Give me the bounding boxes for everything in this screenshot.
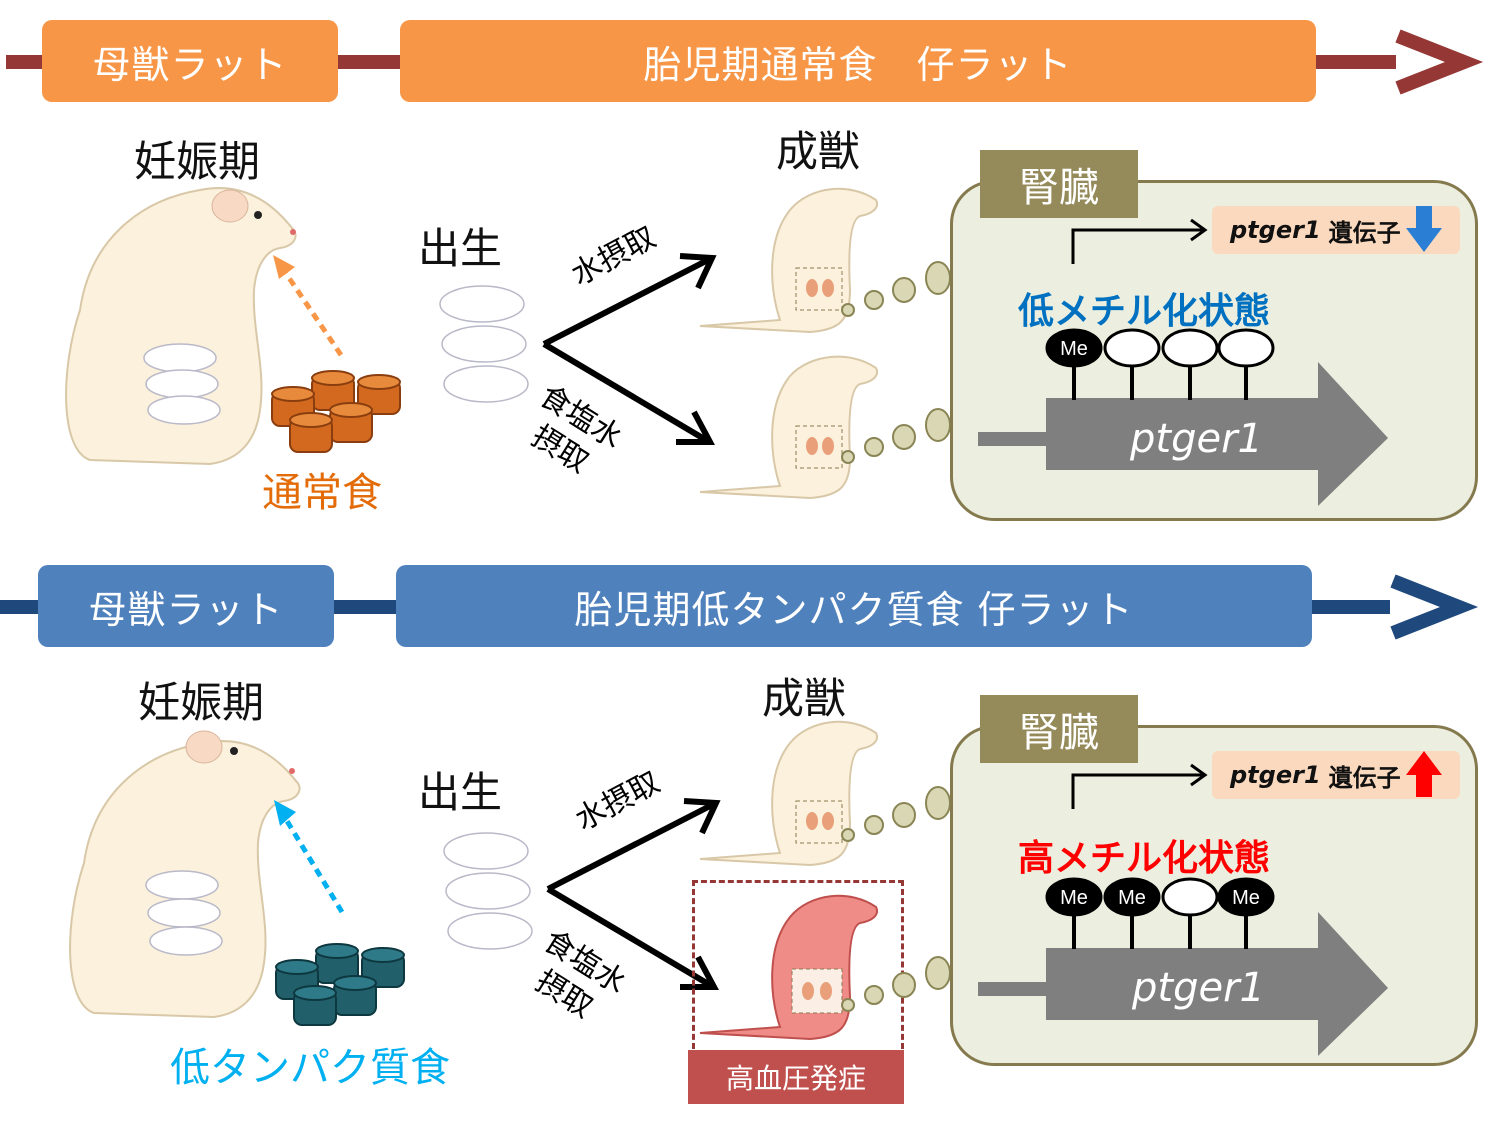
adult-rat-salt [699,355,878,500]
methyl-site-4 [1217,328,1275,368]
kidney-label: 腎臓 [980,695,1138,763]
timeline-arrowhead [1390,574,1479,640]
normal-diet-pellets [271,370,401,453]
methyl-site-4 [1217,877,1275,917]
panel-normal-diet: 母獣ラット 胎児期通常食 仔ラット 妊娠期 出生 成獣 通常食 [0,0,1500,545]
birth-label: 出生 [418,224,503,273]
mother-rat-label: 母獣ラット [42,20,338,102]
methyl-site-2 [1103,328,1161,368]
newborn-pups [443,832,533,950]
methylation-state-title: 低メチル化状態 [1018,291,1271,332]
transcription-arrow [1071,763,1208,809]
methyl-site-1 [1045,877,1103,917]
bubble-trail-upper [841,786,951,842]
offspring-label: 胎児期通常食 仔ラット [400,20,1316,102]
kidney-label: 腎臓 [980,150,1138,218]
adult-label: 成獣 [762,674,847,723]
transcription-arrow [1071,218,1208,264]
birth-label: 出生 [418,768,503,817]
gene-name: ptger1 [1230,761,1321,789]
methyl-mark-1: Me [1060,338,1088,360]
panel-low-protein-diet: 母獣ラット 胎児期低タンパク質食 仔ラット 妊娠期 出生 成獣 低タンパク質食 [0,545,1500,1104]
offspring-label: 胎児期低タンパク質食 仔ラット [396,565,1312,647]
branch-arrows [542,253,717,445]
methylation-state-title: 高メチル化状態 [1018,838,1271,879]
low-protein-diet-pellets [275,943,405,1026]
newborn-pups [439,285,529,403]
methyl-site-3 [1161,877,1219,917]
pregnancy-label: 妊娠期 [134,137,261,186]
diet-to-mother-arrow [273,255,344,357]
methylation-sites: Me [1045,328,1275,400]
expression-down-arrow-icon [1406,206,1442,252]
timeline-arrowhead [1395,29,1484,95]
gene-label: ptger1 [1132,965,1265,1011]
mother-rat-illustration [69,730,301,1019]
methyl-site-3 [1161,328,1219,368]
bubble-trail-upper [841,261,951,317]
pregnancy-label: 妊娠期 [138,678,265,727]
gene-name: ptger1 [1230,216,1321,244]
mother-rat-label: 母獣ラット [38,565,334,647]
methyl-mark-1: Me [1060,887,1088,909]
bubble-trail-lower [841,408,951,464]
hypertension-label: 高血圧発症 [688,1050,904,1104]
diet-label: 低タンパク質食 [170,1045,450,1091]
expression-up-arrow-icon [1406,751,1442,797]
methyl-site-1 [1045,328,1103,368]
adult-label: 成獣 [776,127,861,176]
branch-arrows [546,798,721,990]
diet-label: 通常食 [262,470,382,516]
methyl-mark-2: Me [1118,887,1146,909]
diet-to-mother-arrow [274,800,345,914]
methyl-mark-4: Me [1232,887,1260,909]
mother-rat-illustration [65,187,297,466]
gene-text: 遺伝子 [1328,763,1401,792]
methyl-site-2 [1103,877,1161,917]
methylation-sites: Me Me Me [1045,877,1275,949]
gene-label: ptger1 [1130,416,1263,462]
bubble-trail-lower [841,956,951,1012]
gene-text: 遺伝子 [1328,218,1401,247]
adult-rat-water [699,187,878,334]
